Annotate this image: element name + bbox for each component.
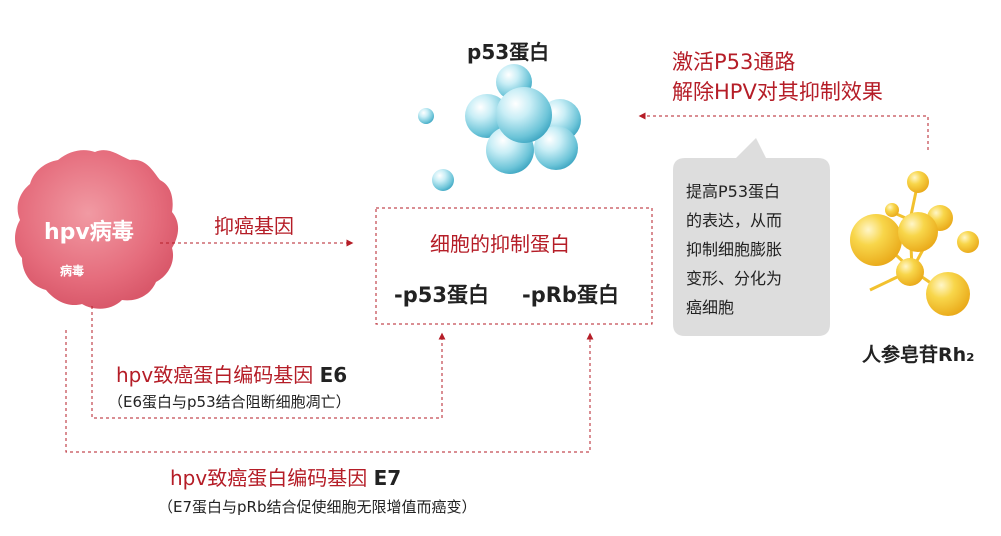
center-box-border — [375, 207, 653, 325]
activate-line-2: 解除HPV对其抑制效果 — [672, 80, 883, 104]
e7-note: （E7蛋白与pRb结合促使细胞无限增值而癌变） — [158, 498, 477, 516]
suppress-gene-label: 抑癌基因 — [214, 214, 294, 238]
e7-title-gene: E7 — [373, 466, 402, 490]
virus-sub-label: 病毒 — [60, 264, 85, 278]
e7-title: hpv致癌蛋白编码基因 E7 — [170, 462, 401, 491]
e6-title: hpv致癌蛋白编码基因 E6 — [116, 359, 347, 388]
ginseng-molecule — [850, 171, 979, 316]
callout-line-1: 提高P53蛋白 — [686, 182, 781, 201]
e7-path-arrow — [65, 330, 594, 453]
virus-main-label: hpv病毒 — [44, 220, 134, 245]
ginseng-to-p53-arrow — [638, 112, 929, 150]
callout-bubble — [673, 138, 830, 336]
activate-line-1: 激活P53通路 — [672, 50, 796, 74]
p53-bubble-cluster — [418, 64, 581, 191]
virus-blob — [15, 150, 179, 309]
center-box-title: 细胞的抑制蛋白 — [430, 232, 570, 256]
callout-line-4: 变形、分化为 — [686, 269, 783, 288]
callout-text: 提高P53蛋白 的表达，从而 抑制细胞膨胀 变形、分化为 癌细胞 — [686, 177, 782, 322]
center-prb-label: -pRb蛋白 — [522, 283, 619, 307]
ginseng-label: 人参皂苷Rh₂ — [862, 344, 975, 366]
callout-line-3: 抑制细胞膨胀 — [686, 240, 783, 259]
e6-title-text: hpv致癌蛋白编码基因 — [116, 363, 320, 387]
e6-note: （E6蛋白与p53结合阻断细胞凋亡） — [108, 393, 351, 411]
e6-path-arrow — [91, 306, 446, 419]
callout-line-5: 癌细胞 — [686, 298, 735, 317]
callout-line-2: 的表达，从而 — [686, 211, 783, 230]
p53-title: p53蛋白 — [467, 40, 550, 64]
center-p53-label: -p53蛋白 — [394, 283, 489, 307]
e7-title-text: hpv致癌蛋白编码基因 — [170, 466, 374, 490]
e6-title-gene: E6 — [319, 363, 348, 387]
